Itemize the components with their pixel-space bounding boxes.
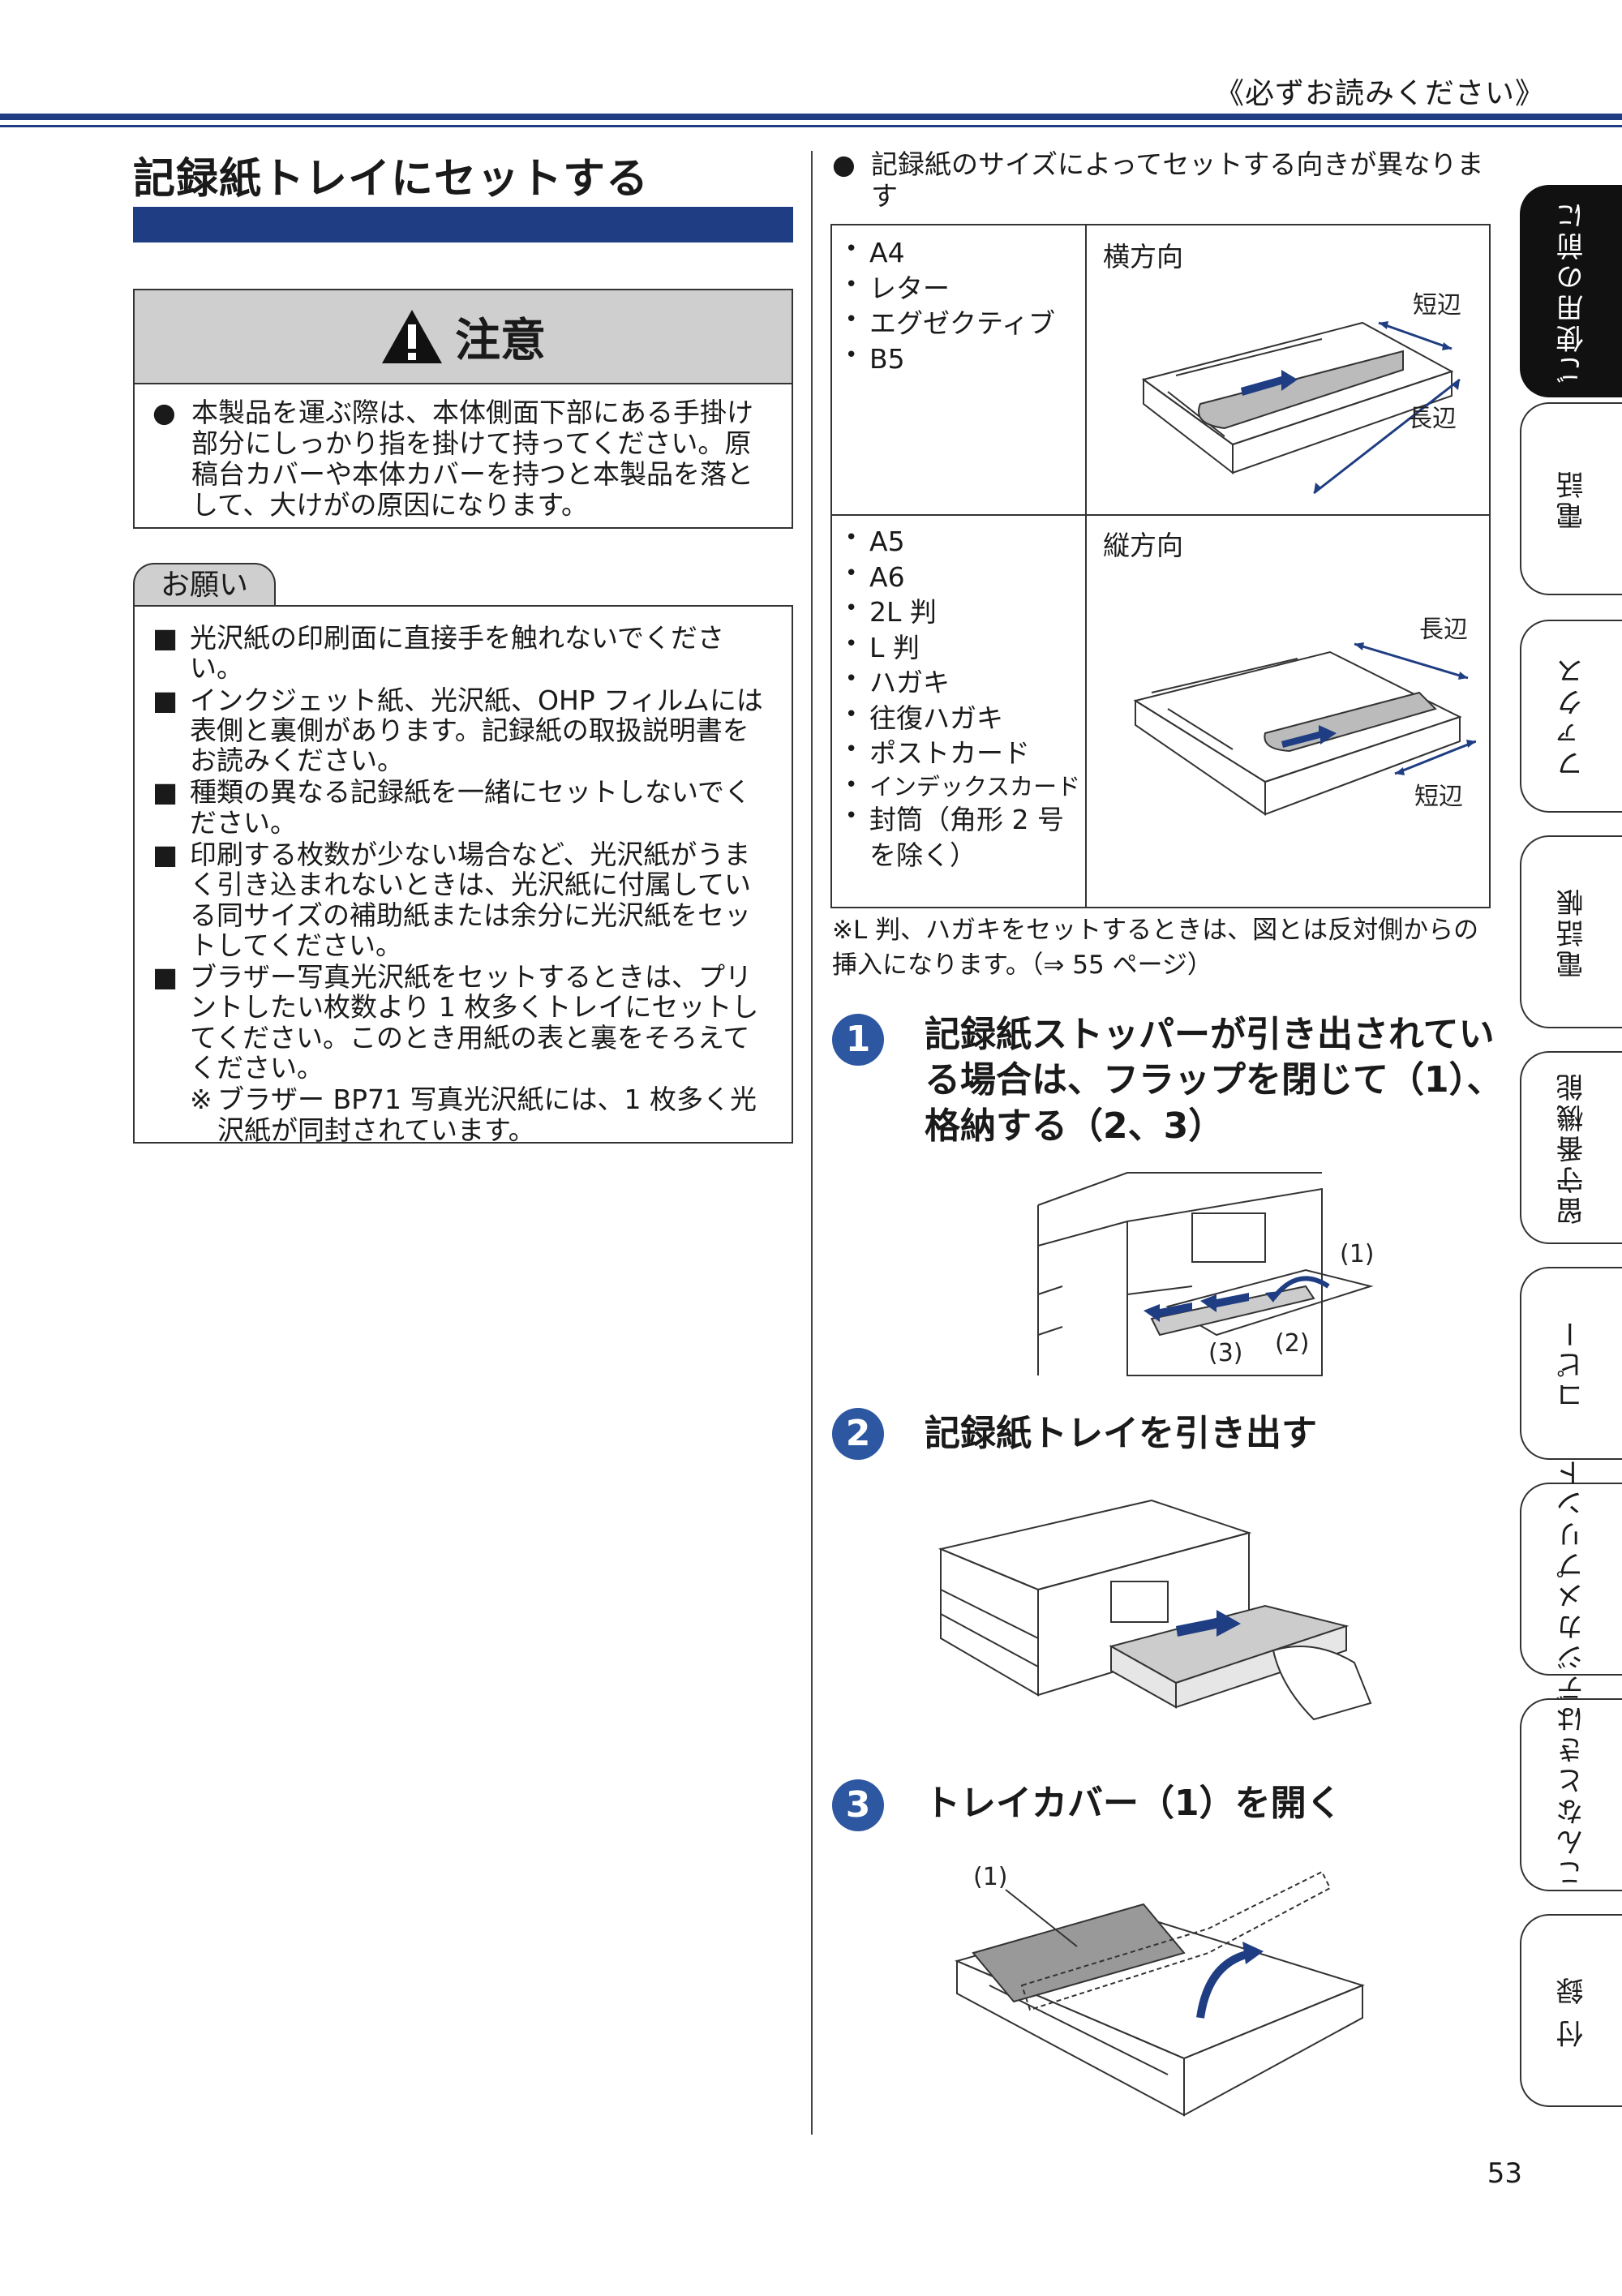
header-label: 《必ずお読みください》 [1214,77,1545,110]
tab-phonebook[interactable]: 電話帳 [1520,835,1622,1028]
orientation-intro-text: 記録紙のサイズによってセットする向きが異なります [871,148,1484,212]
step-2-text: 記録紙トレイを引き出す [925,1413,1317,1454]
callout-1: (1) [1340,1240,1375,1268]
step-3-text: トレイカバー（1）を開く [925,1783,1342,1824]
caution-title: 注意 [455,314,546,367]
step-3-illustration: (1) [955,1863,1365,2117]
step-2-badge: 2 [832,1408,884,1460]
step-2-illustration [938,1499,1372,1721]
warning-icon [382,310,442,363]
caution-item: ● 本製品を運ぶ際は、本体側面下部にある手掛け部分にしっかり指を掛けて持ってくだ… [135,384,792,521]
tab-photo-print[interactable]: デジカメプリント [1520,1456,1622,1702]
table-footnote: ※L 判、ハガキをセットするときは、図とは反対側からの挿入になります。（⇒ 55… [832,916,1479,981]
header-rule [0,114,1622,120]
tab-copy[interactable]: コピー [1520,1267,1622,1460]
portrait-tray-illustration: 長辺 短辺 [1133,616,1476,816]
caution-header: 注意 [135,290,792,384]
request-item: ■印刷する枚数が少ない場合など、光沢紙がうまく引き込まれないときは、光沢紙に付属… [152,838,752,961]
tab-answering[interactable]: 留守番機能 [1520,1051,1622,1244]
orientation-label: 縦方向 [1103,530,1183,561]
tab-phone[interactable]: 電話 [1520,402,1622,595]
step-1-illustration: (1) (2) (3) [1037,1172,1375,1376]
landscape-tray-illustration: 短辺 長辺 [1141,291,1461,495]
caution-box: 注意 ● 本製品を運ぶ際は、本体側面下部にある手掛け部分にしっかり指を掛けて持っ… [133,289,793,529]
tab-fax[interactable]: ファクス [1520,620,1622,813]
step-3-badge: 3 [832,1779,884,1831]
caution-bullet: ● [152,397,176,428]
size-list: •A4 •レター •エグゼクティブ •B5 [832,225,1087,514]
table-row: •A5 •A6 •2L 判 •L 判 •ハガキ •往復ハガキ •ポストカード •… [832,514,1489,907]
paper-size-table: •A4 •レター •エグゼクティブ •B5 横方向 短辺 長辺 [830,224,1491,908]
request-box: ■光沢紙の印刷面に直接手を触れないでください。 ■インクジェット紙、光沢紙、OH… [133,605,793,1146]
size-list: •A5 •A6 •2L 判 •L 判 •ハガキ •往復ハガキ •ポストカード •… [832,514,1087,907]
tab-troubleshooting[interactable]: こんなときは [1520,1698,1622,1891]
long-edge-label: 長辺 [1408,405,1457,433]
callout-1: (1) [973,1863,1008,1891]
step-1-text: 記録紙ストッパーが引き出されている場合は、フラップを閉じて（1）、格納する（2、… [925,1014,1503,1147]
request-item: ■光沢紙の印刷面に直接手を触れないでください。 [152,622,725,685]
callout-3: (3) [1208,1339,1243,1367]
column-divider [811,151,813,2135]
request-note: ※ブラザー BP71 写真光沢紙には、1 枚多く光沢紙が同封されています。 [190,1084,757,1146]
request-item: ■ブラザー写真光沢紙をセットするときは、プリントしたい枚数より 1 枚多くトレイ… [152,961,759,1084]
page-number: 53 [1487,2157,1522,2190]
title-underbar [133,207,793,242]
request-item: ■種類の異なる記録紙を一緒にセットしないでください。 [152,776,752,839]
tab-before-use[interactable]: ご使用の前に [1520,185,1622,397]
caution-text: 本製品を運ぶ際は、本体側面下部にある手掛け部分にしっかり指を掛けて持ってください… [191,397,753,521]
request-tab: お願い [133,563,276,605]
long-edge-label: 長辺 [1419,616,1468,644]
orientation-intro: ● 記録紙のサイズによってセットする向きが異なります [832,148,1497,212]
short-edge-label: 短辺 [1414,783,1463,811]
step-1-badge: 1 [832,1014,884,1066]
short-edge-label: 短辺 [1413,291,1461,320]
header-rule-thin [0,125,1622,127]
request-item: ■インクジェット紙、光沢紙、OHP フィルムには表側と裏側があります。記録紙の取… [152,684,763,777]
callout-2: (2) [1275,1329,1310,1358]
orientation-label: 横方向 [1103,241,1183,273]
tab-appendix[interactable]: 付 録 [1520,1914,1622,2107]
page-title: 記録紙トレイにセットする [133,155,650,204]
table-row: •A4 •レター •エグゼクティブ •B5 横方向 短辺 長辺 [832,225,1489,516]
